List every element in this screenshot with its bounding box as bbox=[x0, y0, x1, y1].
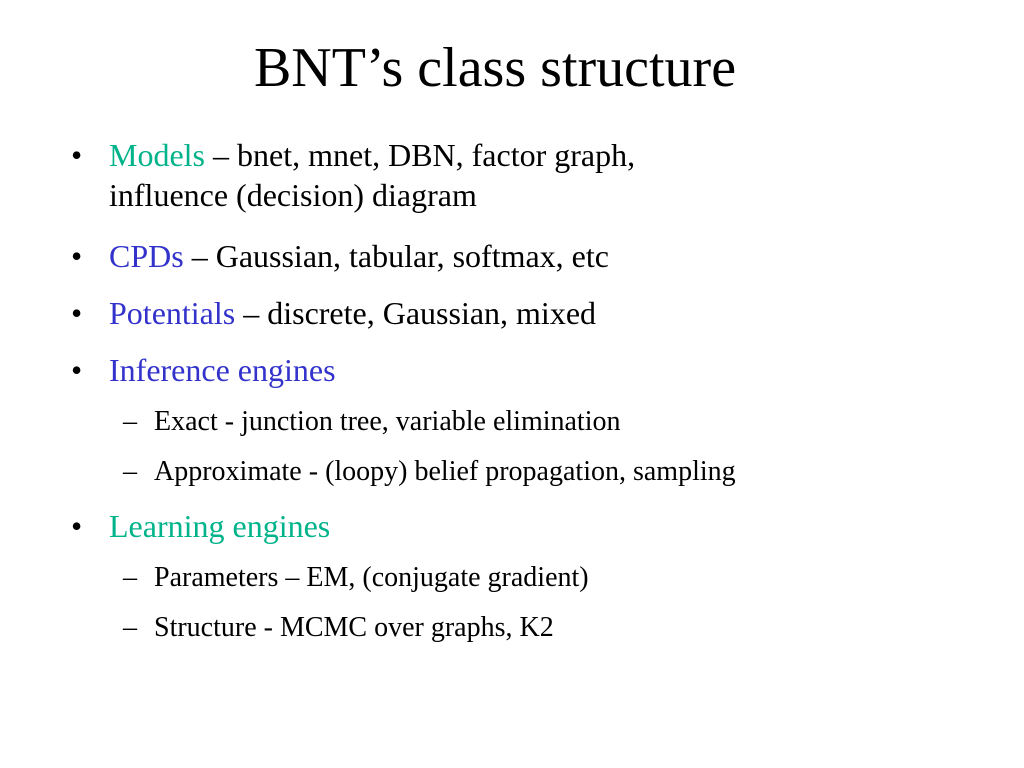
bullet-text: – Gaussian, tabular, softmax, etc bbox=[183, 238, 609, 274]
sub-bullet-marker: – bbox=[123, 456, 137, 487]
bullet-item-inference-engines: • Inference engines bbox=[71, 350, 971, 390]
bullet-line: Models – bnet, mnet, DBN, factor graph, bbox=[71, 135, 971, 175]
bullet-marker: • bbox=[71, 352, 83, 388]
bullet-item-cpds: • CPDs – Gaussian, tabular, softmax, etc bbox=[71, 236, 971, 276]
sub-item-text: Approximate - (loopy) belief propagation… bbox=[154, 456, 736, 487]
bullet-text: – discrete, Gaussian, mixed bbox=[235, 295, 597, 331]
slide-title: BNT’s class structure bbox=[253, 37, 737, 99]
sub-item-approximate: – Approximate - (loopy) belief propagati… bbox=[123, 455, 983, 489]
bullet-marker: • bbox=[71, 238, 83, 274]
sub-item-parameters: – Parameters – EM, (conjugate gradient) bbox=[123, 561, 983, 595]
bullet-item-learning-engines: • Learning engines bbox=[71, 506, 971, 546]
bullet-term: Potentials bbox=[109, 295, 236, 331]
bullet-term: Models bbox=[109, 137, 205, 173]
bullet-item-models: • Models – bnet, mnet, DBN, factor graph… bbox=[71, 135, 971, 215]
bullet-line-continued: influence (decision) diagram bbox=[109, 177, 477, 213]
sub-item-text: Parameters – EM, (conjugate gradient) bbox=[154, 562, 589, 593]
bullet-marker: • bbox=[71, 295, 83, 331]
sub-item-structure: – Structure - MCMC over graphs, K2 bbox=[123, 611, 983, 645]
sub-bullet-marker: – bbox=[123, 406, 137, 437]
sub-bullet-marker: – bbox=[123, 612, 137, 643]
sub-item-exact: – Exact - junction tree, variable elimin… bbox=[123, 405, 983, 439]
sub-item-text: Structure - MCMC over graphs, K2 bbox=[154, 612, 554, 643]
bullet-line: CPDs – Gaussian, tabular, softmax, etc bbox=[71, 236, 971, 276]
bullet-term: CPDs bbox=[109, 238, 184, 274]
bullet-term: Learning engines bbox=[109, 508, 331, 544]
bullet-marker: • bbox=[71, 137, 83, 173]
bullet-term: Inference engines bbox=[109, 352, 336, 388]
bullet-line: Potentials – discrete, Gaussian, mixed bbox=[71, 293, 971, 333]
bullet-marker: • bbox=[71, 508, 83, 544]
sub-item-text: Exact - junction tree, variable eliminat… bbox=[154, 406, 621, 437]
bullet-text: – bnet, mnet, DBN, factor graph, bbox=[205, 137, 636, 173]
bullet-item-potentials: • Potentials – discrete, Gaussian, mixed bbox=[71, 293, 971, 333]
sub-bullet-marker: – bbox=[123, 562, 137, 593]
